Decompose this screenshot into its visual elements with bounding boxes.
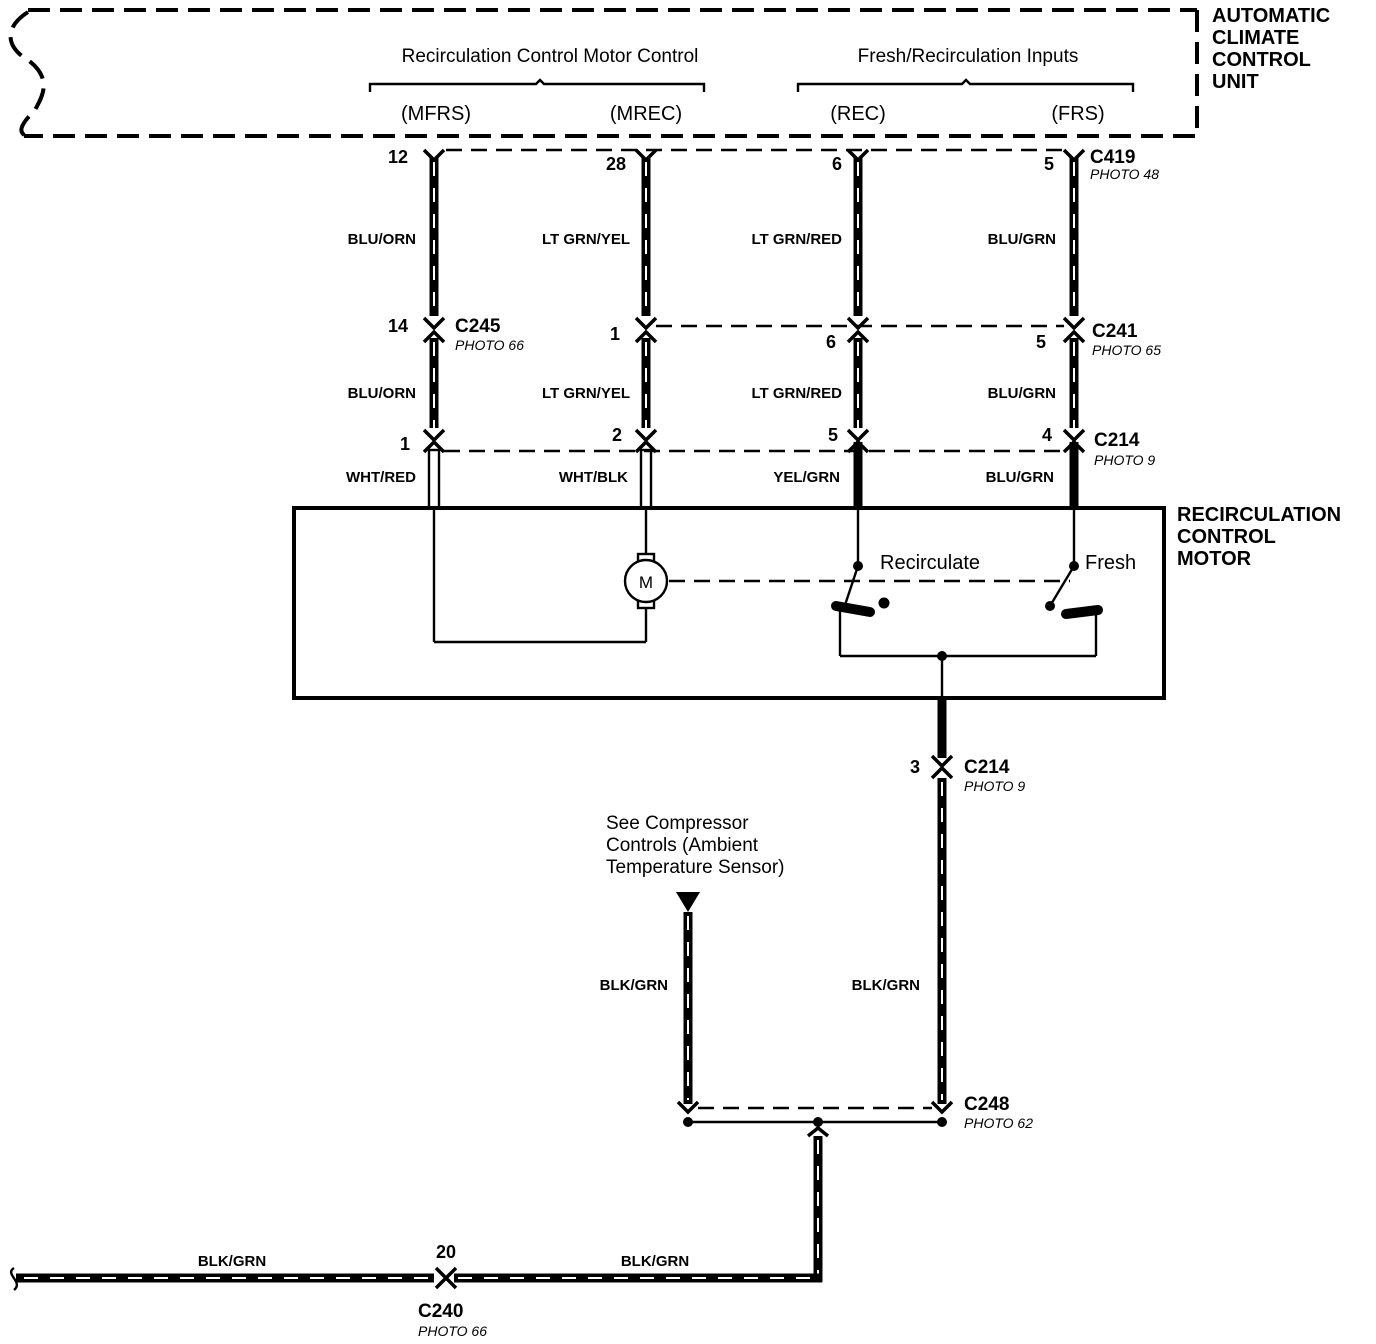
wire-code-ground-bottom-left: BLK/GRN	[198, 1253, 266, 1270]
c241-name: C241	[1092, 321, 1138, 342]
control-unit-label: AUTOMATIC CLIMATE CONTROL UNIT	[1212, 5, 1336, 93]
c214-pin-3: 5	[828, 425, 838, 445]
c214-top-name: C214	[1094, 430, 1140, 451]
wire-code-lower-2: WHT/BLK	[559, 469, 628, 486]
connector-chevrons	[422, 148, 1086, 780]
motor-control-bracket	[368, 78, 706, 92]
c419-photo: PHOTO 48	[1090, 166, 1159, 182]
c245-pin: 14	[388, 316, 408, 336]
wire-code-middle-3: LT GRN/RED	[751, 385, 842, 402]
motor-symbol: M	[434, 552, 669, 644]
recirculate-label: Recirculate	[880, 552, 980, 574]
wire-mrec	[639, 158, 653, 554]
c214-pin-2: 2	[612, 425, 622, 445]
inputs-group-label: Fresh/Recirculation Inputs	[858, 46, 1079, 67]
wire-code-upper-2: LT GRN/YEL	[542, 231, 630, 248]
c248-name: C248	[964, 1094, 1009, 1115]
wire-code-middle-1: BLU/ORN	[348, 385, 416, 402]
terminal-mrec: (MREC)	[610, 103, 682, 125]
motor-control-group-label: Recirculation Control Motor Control	[402, 46, 699, 67]
c240-pin: 20	[436, 1242, 456, 1262]
wire-code-ground-sensor: BLK/GRN	[600, 977, 668, 994]
c245-photo: PHOTO 66	[455, 337, 524, 353]
c241-photo: PHOTO 65	[1092, 342, 1161, 358]
wire-code-upper-4: BLU/GRN	[988, 231, 1056, 248]
wire-code-upper-3: LT GRN/RED	[751, 231, 842, 248]
wire-code-middle-2: LT GRN/YEL	[542, 385, 630, 402]
terminal-rec: (REC)	[830, 103, 886, 125]
motor-label: RECIRCULATION CONTROL MOTOR	[1177, 504, 1347, 570]
motor-m-label: M	[639, 573, 653, 592]
c214-bottom-name: C214	[964, 757, 1010, 778]
c214-bottom-photo: PHOTO 9	[964, 778, 1025, 794]
c245-name: C245	[455, 316, 501, 337]
c241-pin-3: 5	[1036, 332, 1046, 352]
motor-box	[292, 506, 1166, 700]
inputs-bracket	[796, 78, 1135, 92]
terminal-mfrs: (MFRS)	[401, 103, 471, 125]
wire-mfrs	[427, 158, 441, 642]
wire-code-middle-4: BLU/GRN	[988, 385, 1056, 402]
recirculate-switch	[831, 561, 890, 656]
wire-code-ground-motor: BLK/GRN	[852, 977, 920, 994]
c248-connector	[676, 1100, 954, 1138]
c241-pin-1: 1	[610, 324, 620, 344]
c419-pin-3: 6	[832, 154, 842, 174]
c248-photo: PHOTO 62	[964, 1115, 1033, 1131]
c240-photo: PHOTO 66	[418, 1323, 487, 1339]
c214-pin-4: 4	[1042, 425, 1052, 445]
fresh-switch	[1045, 561, 1103, 656]
c241-pin-2: 6	[826, 332, 836, 352]
c419-pin-2: 28	[606, 154, 626, 174]
c214-pin-1: 1	[400, 434, 410, 454]
wire-code-lower-1: WHT/RED	[346, 469, 416, 486]
ground-wire-bottom	[9, 1136, 823, 1291]
wire-code-upper-1: BLU/ORN	[348, 231, 416, 248]
reference-arrow	[676, 892, 700, 912]
c419-pin-1: 12	[388, 147, 408, 167]
c214-top-photo: PHOTO 9	[1094, 452, 1155, 468]
c419-name: C419	[1090, 147, 1135, 168]
c214-bottom-pin: 3	[910, 757, 920, 777]
wire-code-ground-bottom-right: BLK/GRN	[621, 1253, 689, 1270]
fresh-label: Fresh	[1085, 552, 1136, 574]
reference-note: See Compressor Controls (Ambient Tempera…	[606, 813, 784, 878]
c419-pin-4: 5	[1044, 154, 1054, 174]
terminal-frs: (FRS)	[1051, 103, 1104, 125]
wire-code-lower-3: YEL/GRN	[773, 469, 840, 486]
c240-name: C240	[418, 1301, 463, 1322]
control-unit-box	[8, 8, 1199, 138]
wire-code-lower-4: BLU/GRN	[986, 469, 1054, 486]
